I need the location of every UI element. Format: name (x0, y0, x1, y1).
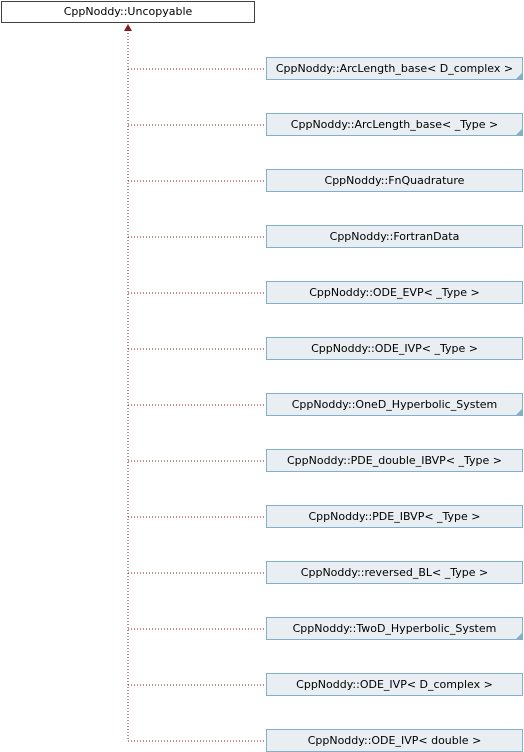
inheritance-arrowhead-icon (124, 24, 132, 31)
derived-class-node[interactable]: CppNoddy::PDE_double_IBVP< _Type > (266, 449, 523, 472)
more-children-indicator-icon (516, 633, 522, 639)
base-class-node[interactable]: CppNoddy::Uncopyable (1, 1, 255, 23)
derived-class-node[interactable]: CppNoddy::ODE_IVP< double > (266, 729, 523, 752)
derived-class-node[interactable]: CppNoddy::OneD_Hyperbolic_System (266, 393, 523, 416)
derived-class-node[interactable]: CppNoddy::ArcLength_base< _Type > (266, 113, 523, 136)
derived-class-node[interactable]: CppNoddy::PDE_IBVP< _Type > (266, 505, 523, 528)
base-class-label: CppNoddy::Uncopyable (63, 5, 193, 18)
derived-class-label: CppNoddy::ODE_EVP< _Type > (309, 286, 480, 299)
more-children-indicator-icon (516, 409, 522, 415)
derived-class-label: CppNoddy::FortranData (329, 230, 460, 243)
derived-class-label: CppNoddy::FnQuadrature (324, 174, 465, 187)
derived-class-node[interactable]: CppNoddy::FnQuadrature (266, 169, 523, 192)
derived-class-label: CppNoddy::ArcLength_base< _Type > (290, 118, 499, 131)
derived-class-label: CppNoddy::PDE_double_IBVP< _Type > (286, 454, 503, 467)
derived-class-node[interactable]: CppNoddy::FortranData (266, 225, 523, 248)
derived-class-node[interactable]: CppNoddy::ODE_EVP< _Type > (266, 281, 523, 304)
derived-class-label: CppNoddy::ODE_IVP< D_complex > (296, 678, 493, 691)
derived-class-node[interactable]: CppNoddy::reversed_BL< _Type > (266, 561, 523, 584)
derived-class-node[interactable]: CppNoddy::ODE_IVP< _Type > (266, 337, 523, 360)
derived-class-node[interactable]: CppNoddy::TwoD_Hyperbolic_System (266, 617, 523, 640)
derived-class-label: CppNoddy::PDE_IBVP< _Type > (308, 510, 481, 523)
derived-class-label: CppNoddy::ODE_IVP< double > (307, 734, 482, 747)
derived-class-label: CppNoddy::reversed_BL< _Type > (300, 566, 489, 579)
more-children-indicator-icon (516, 73, 522, 79)
more-children-indicator-icon (516, 129, 522, 135)
derived-class-label: CppNoddy::TwoD_Hyperbolic_System (292, 622, 497, 635)
derived-class-node[interactable]: CppNoddy::ODE_IVP< D_complex > (266, 673, 523, 696)
derived-class-label: CppNoddy::ODE_IVP< _Type > (311, 342, 478, 355)
derived-class-label: CppNoddy::ArcLength_base< D_complex > (275, 62, 514, 75)
derived-class-label: CppNoddy::OneD_Hyperbolic_System (291, 398, 498, 411)
derived-class-node[interactable]: CppNoddy::ArcLength_base< D_complex > (266, 57, 523, 80)
